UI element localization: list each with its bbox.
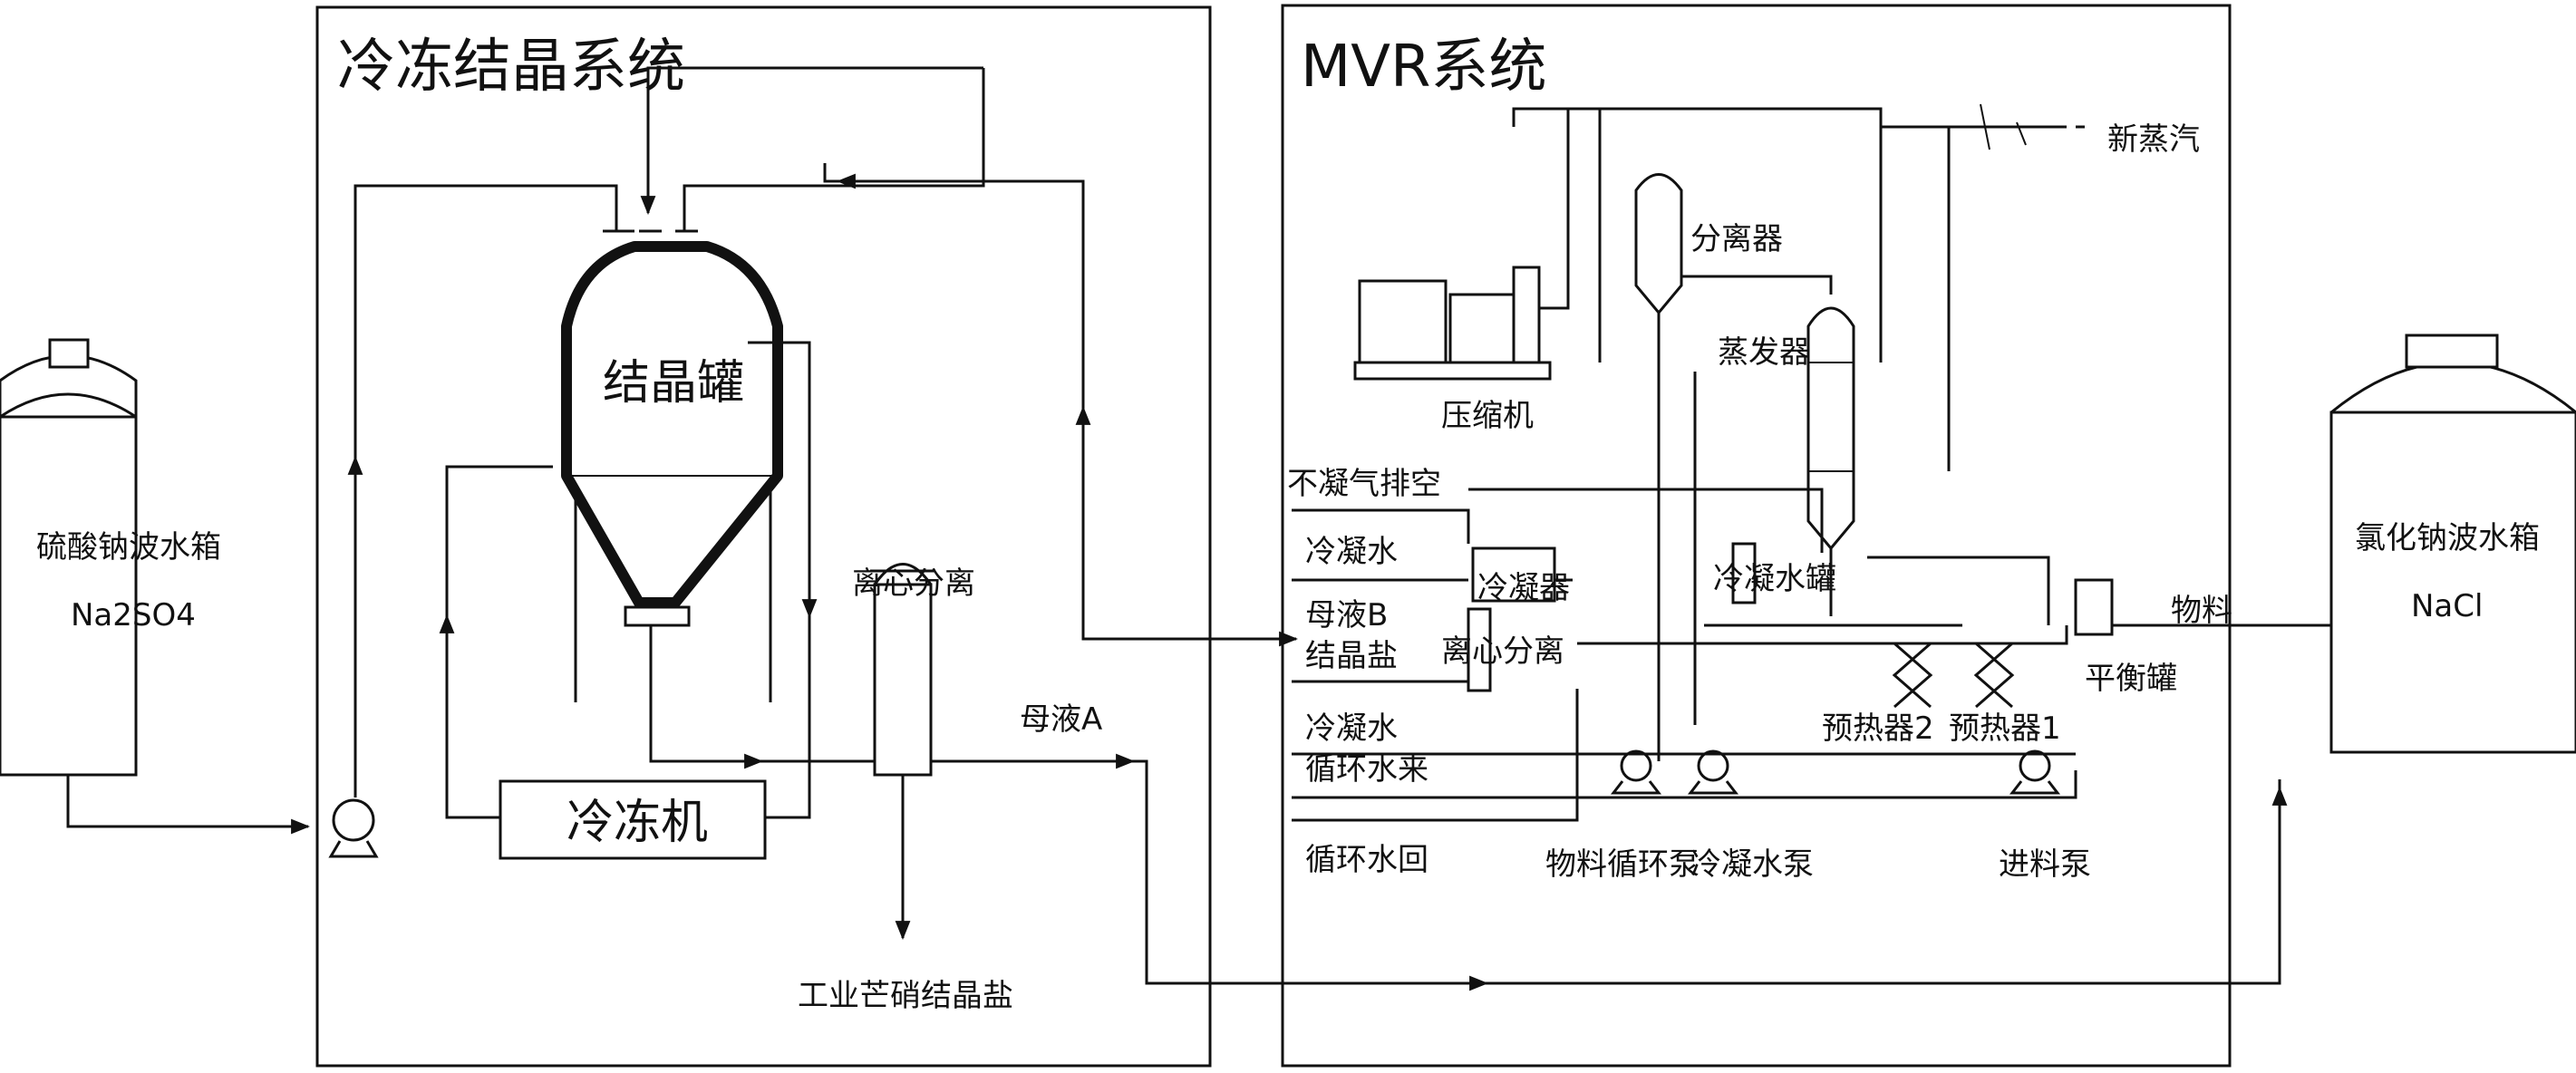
compressor-unit: [1353, 266, 1552, 381]
circulation-pump: [1610, 749, 1662, 795]
right-tank-name: 氯化钠波水箱: [2355, 520, 2540, 556]
condenser-vessel: [1471, 546, 1556, 603]
sodium-chloride-tank: [2329, 334, 2576, 754]
compressor-label: 压缩机: [1441, 398, 1534, 434]
noncond-vent-label: 不凝气排空: [1287, 466, 1441, 502]
line-return-mvr: [823, 163, 1292, 641]
circ-pump-label: 物料循环泵: [1545, 846, 1700, 883]
centrifuge-a-label: 离心分离: [852, 566, 975, 602]
left-tank-formula: Na2SO4: [71, 597, 196, 633]
centrifuge-a: [870, 563, 935, 777]
preheater-2: [1892, 642, 1933, 709]
evaporator-column: [1806, 306, 1855, 551]
right-tank-formula: NaCl: [2411, 588, 2483, 624]
material-label: 物料: [2171, 593, 2232, 629]
freeze-system-boundary: [315, 5, 1212, 1068]
sodium-sulfate-tank: [0, 338, 138, 777]
feed-pump-left: [332, 798, 375, 842]
balance-tank-label: 平衡罐: [2085, 661, 2177, 697]
freezer-label: 冷冻机: [567, 796, 708, 850]
centrifuge-b-label: 离心分离: [1441, 633, 1564, 670]
mother-a-label: 母液A: [1020, 701, 1102, 738]
cond-pump-label: 冷凝水泵: [1690, 846, 1814, 883]
feed-pump-label: 进料泵: [1999, 846, 2091, 883]
steam-header: [1512, 107, 1883, 362]
balance-tank-vessel: [2074, 578, 2114, 636]
separator-vessel: [1634, 173, 1683, 372]
separator-label: 分离器: [1690, 221, 1783, 257]
condenser-label: 冷凝器: [1477, 570, 1570, 606]
mvr-system-boundary: [1281, 4, 2232, 1068]
mother-b-label: 母液B: [1305, 597, 1388, 633]
line-tank-bottom: [649, 625, 875, 763]
preheater2-label: 预热器2: [1822, 710, 1934, 747]
fresh-steam-label: 新蒸汽: [2107, 121, 2200, 158]
crystal-tank-label: 结晶罐: [603, 356, 744, 411]
cw-return-label: 循环水回: [1305, 842, 1428, 878]
cond-water2-label: 冷凝水: [1305, 710, 1398, 747]
line-top-feed: [640, 66, 983, 216]
line-tank-to-pump: [66, 775, 311, 835]
preheater1-label: 预热器1: [1949, 710, 2061, 747]
cw-in-label: 循环水来: [1305, 751, 1428, 788]
condensate-pump: [1687, 749, 1739, 795]
left-tank-name: 硫酸钠波水箱: [36, 529, 221, 566]
salt-out-label: 工业芒硝结晶盐: [798, 978, 1013, 1014]
crystallization-tank: [561, 241, 783, 702]
feed-pump-right: [2009, 749, 2061, 795]
freezer-unit: [499, 779, 767, 860]
mvr-system-title: MVR系统: [1301, 34, 1546, 101]
condensate-tank-vessel: [1731, 542, 1757, 604]
centrifuge-b-unit: [1467, 607, 1492, 692]
freeze-system-title: 冷冻结晶系统: [337, 34, 685, 101]
cond-water1-label: 冷凝水: [1305, 534, 1398, 570]
preheater-1: [1973, 642, 2015, 709]
crystal-salt-label: 结晶盐: [1305, 638, 1398, 674]
evaporator-label: 蒸发器: [1718, 334, 1810, 371]
condensate-tank-label: 冷凝水罐: [1713, 561, 1836, 597]
